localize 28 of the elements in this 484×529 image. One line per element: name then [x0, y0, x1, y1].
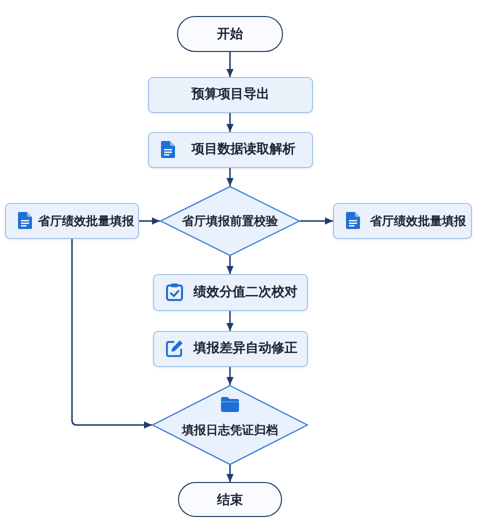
- step-label: 绩效分值二次校对: [194, 284, 298, 300]
- terminal-node: 结束: [178, 482, 282, 517]
- decision-diamond: [160, 186, 300, 256]
- decision-label: 省厅填报前置校验: [182, 214, 278, 228]
- arrow: [226, 113, 234, 132]
- arrow: [139, 217, 160, 225]
- process-box: [152, 274, 308, 311]
- process-box: [333, 203, 472, 239]
- arrow: [300, 217, 333, 225]
- process-box: [152, 331, 308, 367]
- step-label: 填报差异自动修正: [194, 341, 298, 357]
- step-label: 项目数据读取解析: [192, 142, 296, 158]
- arrow: [71, 239, 152, 429]
- step-label: 省厅绩效批量填报: [370, 213, 466, 229]
- arrow: [226, 168, 234, 186]
- arrow: [226, 367, 234, 385]
- arrow: [226, 311, 234, 331]
- arrow: [226, 52, 234, 77]
- step-label: 预算项目导出: [192, 87, 270, 103]
- decision-label: 填报日志凭证归档: [182, 423, 278, 438]
- process-box: [148, 132, 312, 168]
- decision-diamond: [152, 385, 308, 465]
- arrow: [226, 256, 234, 274]
- process-box: [5, 203, 139, 239]
- arrow: [226, 465, 234, 482]
- terminal-node: 开始: [177, 16, 283, 52]
- process-box: [148, 77, 312, 113]
- step-label: 省厅绩效批量填报: [38, 213, 134, 229]
